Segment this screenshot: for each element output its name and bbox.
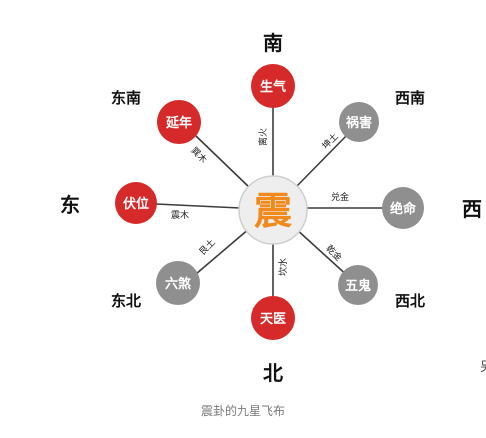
spokes — [155, 97, 385, 298]
star-label-north: 天医 — [260, 312, 286, 327]
star-label-northeast: 六煞 — [165, 276, 192, 292]
spoke-east — [155, 203, 241, 209]
star-node-southwest: 祸害 — [339, 102, 379, 142]
direction-southeast: 东南 — [111, 89, 141, 107]
direction-labels: 南 西南 西 西北 北 东北 东 东南 — [60, 31, 482, 385]
star-nodes: 生气 祸害 绝命 五鬼 天医 六煞 伏位 延年 — [115, 64, 424, 340]
direction-north: 北 — [263, 361, 283, 385]
star-label-southeast: 延年 — [165, 115, 192, 131]
direction-west: 西 — [462, 197, 482, 221]
edge-text-fragment: 另 — [480, 356, 486, 372]
direction-northwest: 西北 — [395, 292, 425, 310]
line-label-east: 震木 — [171, 209, 189, 221]
line-label-north: 坎水 — [277, 258, 289, 276]
spoke-southeast — [195, 135, 251, 189]
direction-northeast: 东北 — [111, 292, 141, 310]
star-node-west: 绝命 — [382, 187, 424, 229]
spoke-southwest — [294, 131, 351, 189]
line-label-southwest: 坤土 — [319, 130, 340, 151]
spoke-northwest — [294, 227, 351, 279]
star-label-south: 生气 — [260, 79, 286, 95]
center-trigram-label: 震 — [254, 189, 293, 233]
direction-east: 东 — [60, 193, 80, 217]
star-label-east: 伏位 — [123, 196, 149, 212]
star-label-southwest: 祸害 — [346, 115, 372, 131]
figure-caption: 震卦的九星飞布 — [200, 404, 285, 418]
line-label-west: 兑金 — [331, 191, 349, 203]
line-label-northwest: 乾金 — [323, 242, 344, 263]
star-node-northwest: 五鬼 — [338, 265, 378, 305]
line-label-northeast: 艮土 — [196, 236, 217, 257]
star-node-north: 天医 — [251, 296, 295, 340]
spoke-northeast — [195, 227, 251, 275]
star-node-south: 生气 — [251, 64, 295, 108]
direction-southwest: 西南 — [395, 89, 425, 107]
star-node-southeast: 延年 — [157, 100, 201, 144]
center-node: 震 — [238, 175, 308, 245]
star-node-east: 伏位 — [115, 182, 157, 224]
line-label-southeast: 巽木 — [188, 144, 209, 165]
direction-south: 南 — [263, 31, 283, 55]
star-label-west: 绝命 — [390, 201, 417, 217]
line-label-south: 离火 — [257, 128, 269, 146]
star-node-northeast: 六煞 — [156, 261, 200, 305]
star-label-northwest: 五鬼 — [345, 278, 371, 294]
